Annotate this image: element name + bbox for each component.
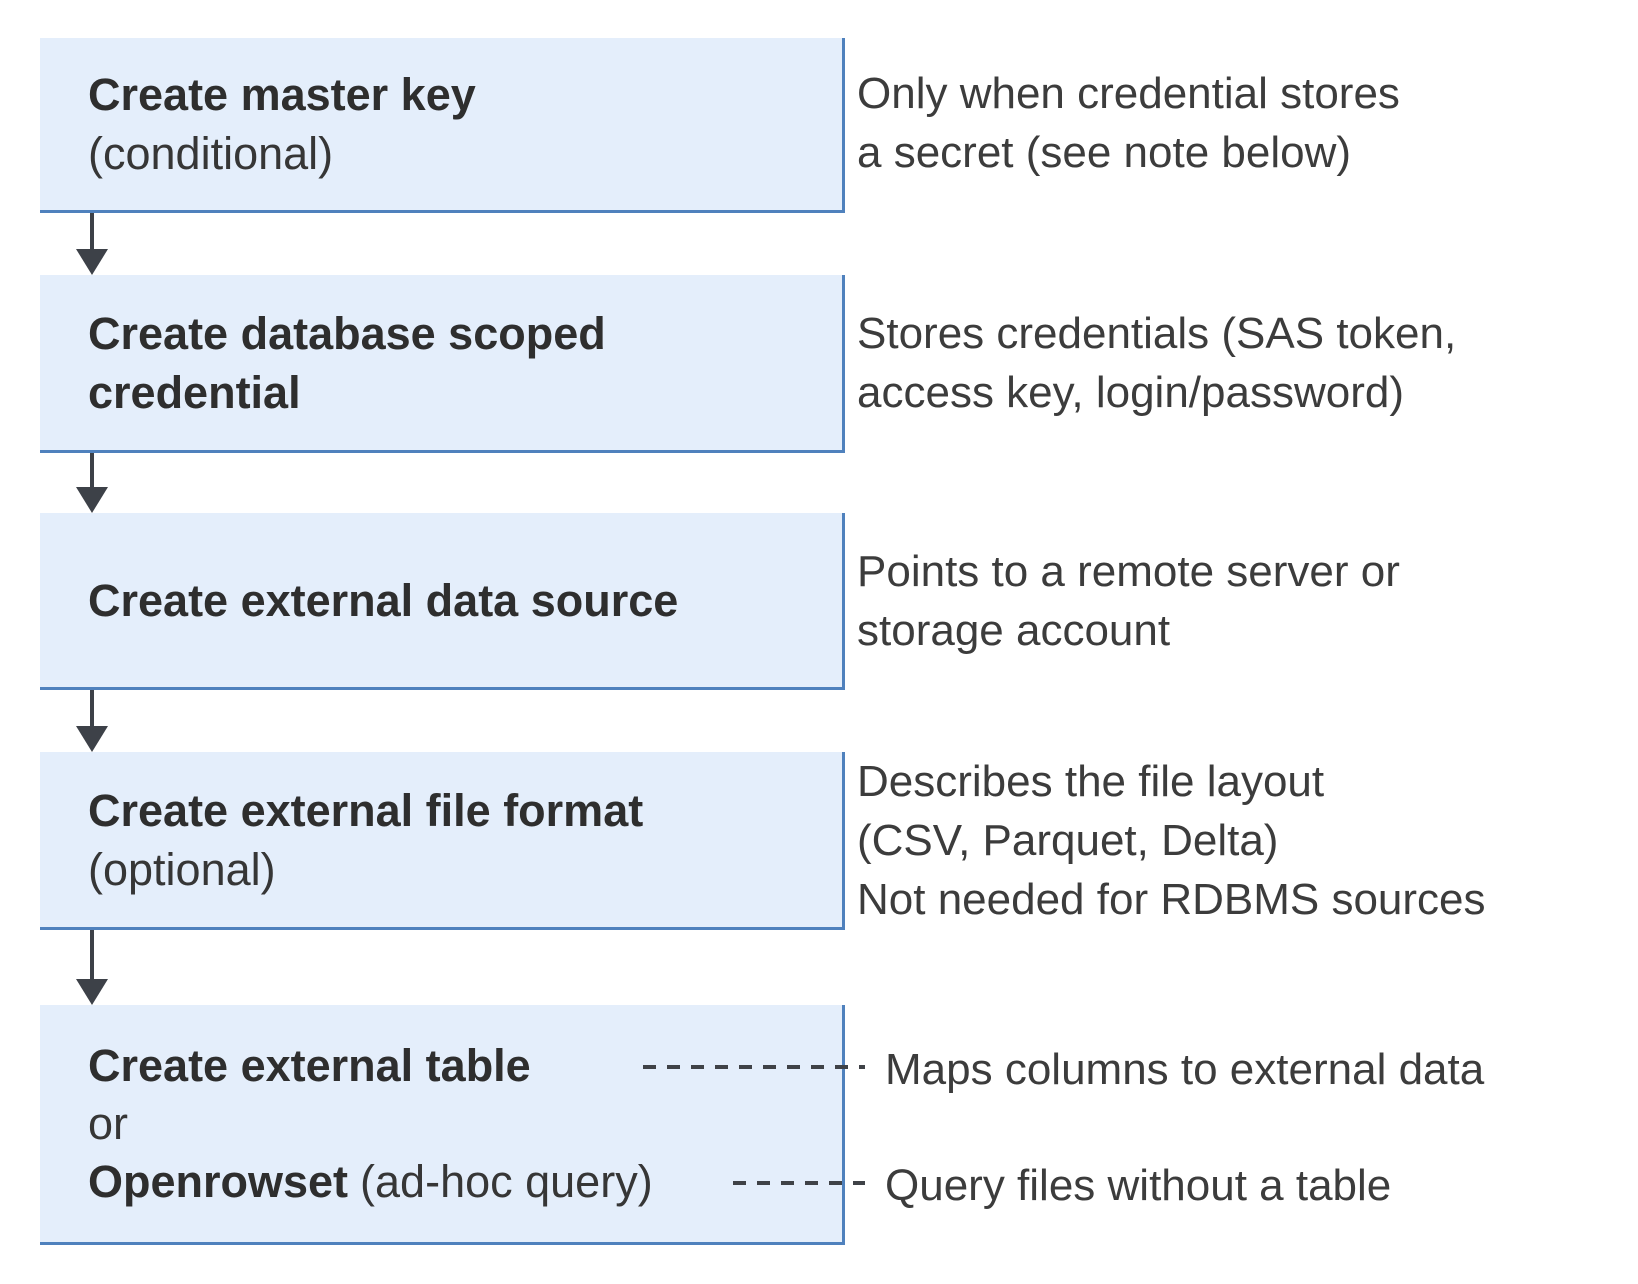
arrow-shaft [90,690,94,728]
step-box-create-external-table-or-openrowset: Create external table or Openrowset(ad-h… [40,1005,845,1245]
flow-arrow-down-icon [76,690,108,752]
annotation-line: (CSV, Parquet, Delta) [857,816,1279,865]
annotation-line: access key, login/password) [857,368,1404,417]
arrow-head [76,726,108,752]
annotation-openrowset: Query files without a table [885,1161,1392,1210]
step-box-create-master-key: Create master key (conditional) [40,38,845,213]
openrowset-label: Openrowset [88,1155,349,1207]
flow-arrow-down-icon [76,213,108,275]
step-title-line: credential [88,366,301,418]
annotation-file-format: Describes the file layout (CSV, Parquet,… [857,752,1486,929]
annotation-line: Describes the file layout [857,757,1325,806]
annotation-scoped-credential: Stores credentials (SAS token, access ke… [857,304,1456,422]
annotation-line: Points to a remote server or [857,547,1400,596]
step-title: Create external file format [88,784,644,836]
step-title: Create master key [88,69,476,120]
annotation-master-key: Only when credential stores a secret (se… [857,64,1400,182]
flow-arrow-down-icon [76,453,108,513]
annotation-data-source: Points to a remote server or storage acc… [857,542,1400,660]
arrow-shaft [90,453,94,489]
arrow-shaft [90,213,94,251]
flow-arrow-down-icon [76,930,108,1005]
step-option-external-table: Create external table [88,1039,531,1091]
step-note: (optional) [88,843,276,895]
dashed-connector-external-table [643,1065,865,1069]
arrow-head [76,249,108,275]
annotation-line: Not needed for RDBMS sources [857,875,1486,924]
annotation-line: Stores credentials (SAS token, [857,309,1457,358]
arrow-shaft [90,930,94,981]
step-box-create-database-scoped-credential: Create database scoped credential [40,275,845,453]
annotation-external-table: Maps columns to external data [885,1045,1485,1094]
arrow-head [76,979,108,1005]
step-box-create-external-data-source: Create external data source [40,513,845,690]
annotation-line: a secret (see note below) [857,128,1352,177]
step-option-openrowset: Openrowset(ad-hoc query) [88,1153,832,1211]
step-or-label: or [88,1097,129,1149]
step-title-line: Create database scoped [88,307,606,359]
arrow-head [76,487,108,513]
dashed-connector-openrowset [733,1181,865,1185]
step-title: Create external data source [88,574,679,626]
openrowset-note: (ad-hoc query) [360,1155,653,1207]
annotation-line: Only when credential stores [857,69,1400,118]
annotation-line: storage account [857,606,1171,655]
step-box-create-external-file-format: Create external file format (optional) [40,752,845,930]
step-note: (conditional) [88,128,334,179]
